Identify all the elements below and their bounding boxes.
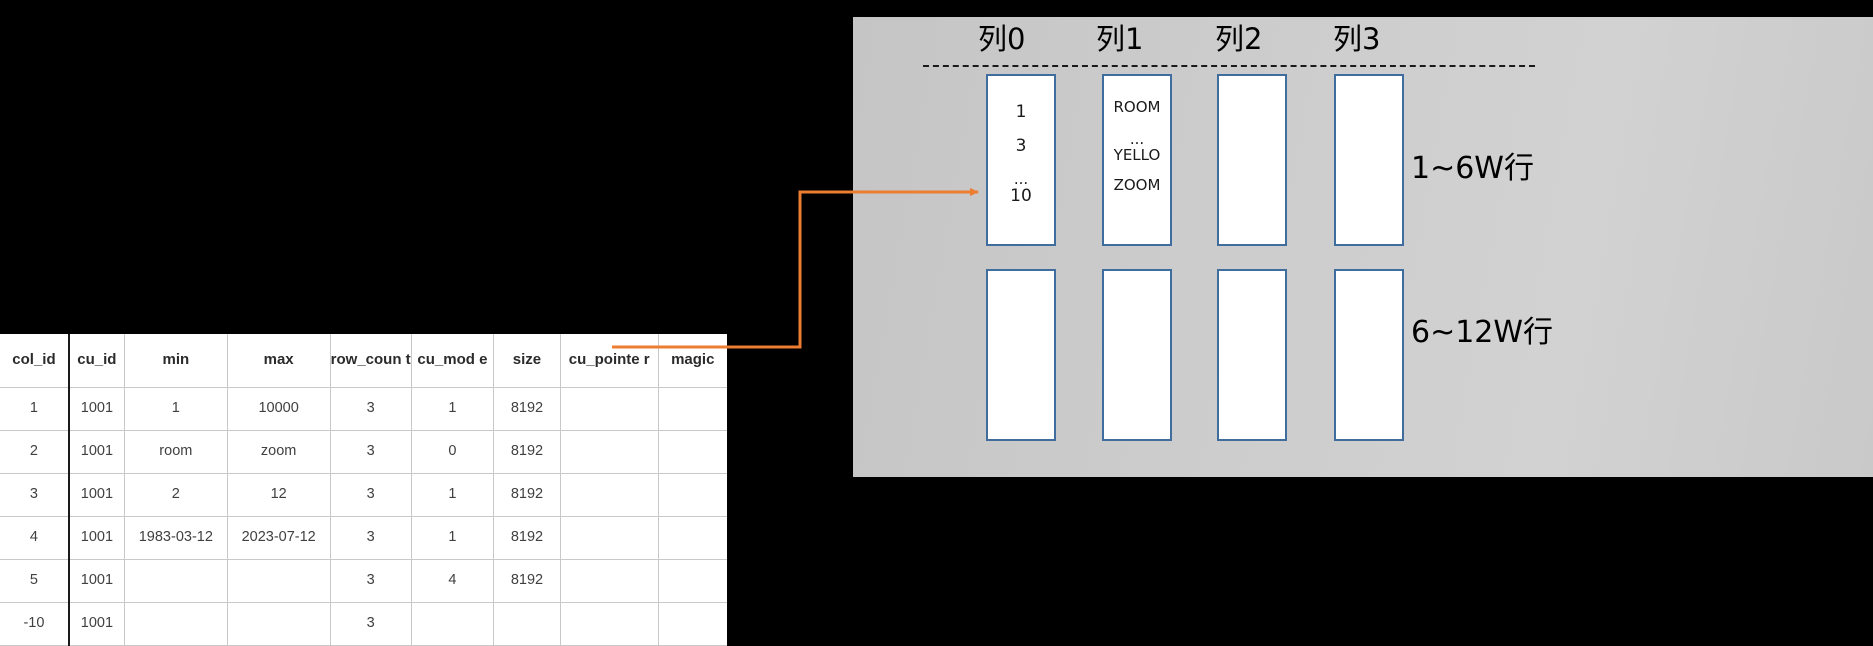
cu-value-col1-3: YELLO <box>1113 146 1161 164</box>
table-row: 5 1001 3 4 8192 <box>0 559 727 603</box>
column-header-row-count: row_coun t <box>329 334 412 388</box>
cell-col-id: 5 <box>0 559 70 603</box>
cell-cu-id: 1001 <box>68 473 125 517</box>
table-header-row: col_id cu_id min max row_coun t cu_mod e… <box>0 334 727 388</box>
cell-max: 2023-07-12 <box>226 516 331 560</box>
cu-metadata-table: col_id cu_id min max row_coun t cu_mod e… <box>0 334 727 646</box>
cell-cu-mode <box>410 602 495 646</box>
row-range-label-2: 6~12W行 <box>1411 315 1554 350</box>
table-row: -10 1001 3 <box>0 602 727 646</box>
cell-cu-pointer <box>559 602 659 646</box>
cell-cu-pointer <box>559 559 659 603</box>
cell-cu-pointer <box>559 473 659 517</box>
table-row: 3 1001 2 12 3 1 8192 <box>0 473 727 517</box>
column-header-cu-pointer: cu_pointe r <box>559 334 659 388</box>
column-header-magic: magic <box>657 334 727 388</box>
cu-value-col0-2: 3 <box>1015 136 1027 156</box>
cu-value-col1-4: ZOOM <box>1113 176 1161 194</box>
table-row: 2 1001 room zoom 3 0 8192 <box>0 430 727 474</box>
cell-cu-id: 1001 <box>68 516 125 560</box>
cell-min <box>123 559 228 603</box>
cell-max: zoom <box>226 430 331 474</box>
cell-row-count: 3 <box>329 516 412 560</box>
cu-box-col0-row1: 1 3 ... 10 <box>986 74 1056 246</box>
cell-size: 8192 <box>493 387 561 431</box>
cu-value-col0-4: 10 <box>1010 186 1032 206</box>
cell-max: 12 <box>226 473 331 517</box>
cu-box-col0-row2 <box>986 269 1056 441</box>
cell-col-id: 4 <box>0 516 70 560</box>
table-row: 1 1001 1 10000 3 1 8192 <box>0 387 727 431</box>
row-range-label-1: 1~6W行 <box>1411 151 1534 186</box>
cu-box-col3-row2 <box>1334 269 1404 441</box>
column-header-cu-id: cu_id <box>68 334 125 388</box>
cell-cu-mode: 0 <box>410 430 495 474</box>
cell-cu-id: 1001 <box>68 602 125 646</box>
cell-row-count: 3 <box>329 430 412 474</box>
cu-value-col1-ellipsis: ... <box>1129 130 1145 148</box>
cell-min: 1983-03-12 <box>123 516 228 560</box>
cell-col-id: 1 <box>0 387 70 431</box>
cu-box-col2-row2 <box>1217 269 1287 441</box>
cell-cu-mode: 1 <box>410 473 495 517</box>
cell-size: 8192 <box>493 516 561 560</box>
column-header-max: max <box>226 334 331 388</box>
cell-cu-pointer <box>559 430 659 474</box>
cu-value-col0-ellipsis: ... <box>1013 170 1029 188</box>
cell-cu-id: 1001 <box>68 430 125 474</box>
cell-col-id: 2 <box>0 430 70 474</box>
cell-min: 1 <box>123 387 228 431</box>
cell-magic <box>657 473 727 517</box>
cell-max: 10000 <box>226 387 331 431</box>
cell-magic <box>657 516 727 560</box>
cell-max <box>226 559 331 603</box>
cell-row-count: 3 <box>329 473 412 517</box>
cu-storage-diagram-panel: 列0 列1 列2 列3 1 3 ... 10 ROOM ... YELLO ZO… <box>853 17 1873 477</box>
cell-magic <box>657 430 727 474</box>
cell-magic <box>657 387 727 431</box>
column-header-cu-mode: cu_mod e <box>410 334 495 388</box>
cell-cu-id: 1001 <box>68 559 125 603</box>
column-header-size: size <box>493 334 561 388</box>
cell-min <box>123 602 228 646</box>
cell-max <box>226 602 331 646</box>
cell-size: 8192 <box>493 430 561 474</box>
cell-cu-mode: 1 <box>410 516 495 560</box>
column-title-lie3: 列3 <box>1333 22 1381 56</box>
cell-row-count: 3 <box>329 602 412 646</box>
cell-cu-mode: 4 <box>410 559 495 603</box>
column-title-lie0: 列0 <box>978 22 1026 56</box>
cell-magic <box>657 602 727 646</box>
cu-box-col3-row1 <box>1334 74 1404 246</box>
column-header-min: min <box>123 334 228 388</box>
cell-min: 2 <box>123 473 228 517</box>
cell-cu-pointer <box>559 516 659 560</box>
cu-box-col2-row1 <box>1217 74 1287 246</box>
cell-cu-mode: 1 <box>410 387 495 431</box>
cell-size: 8192 <box>493 473 561 517</box>
cu-box-col1-row1: ROOM ... YELLO ZOOM <box>1102 74 1172 246</box>
cu-value-col1-1: ROOM <box>1113 98 1161 116</box>
column-title-lie1: 列1 <box>1096 22 1144 56</box>
cell-col-id: -10 <box>0 602 70 646</box>
cell-magic <box>657 559 727 603</box>
cell-row-count: 3 <box>329 559 412 603</box>
cell-size <box>493 602 561 646</box>
cell-col-id: 3 <box>0 473 70 517</box>
cell-cu-pointer <box>559 387 659 431</box>
header-separator-dashed-line <box>923 65 1535 67</box>
cell-cu-id: 1001 <box>68 387 125 431</box>
cell-size: 8192 <box>493 559 561 603</box>
cu-value-col0-1: 1 <box>1015 102 1027 122</box>
table-row: 4 1001 1983-03-12 2023-07-12 3 1 8192 <box>0 516 727 560</box>
column-header-col-id: col_id <box>0 334 70 388</box>
cell-row-count: 3 <box>329 387 412 431</box>
cell-min: room <box>123 430 228 474</box>
cu-box-col1-row2 <box>1102 269 1172 441</box>
column-title-lie2: 列2 <box>1215 22 1263 56</box>
